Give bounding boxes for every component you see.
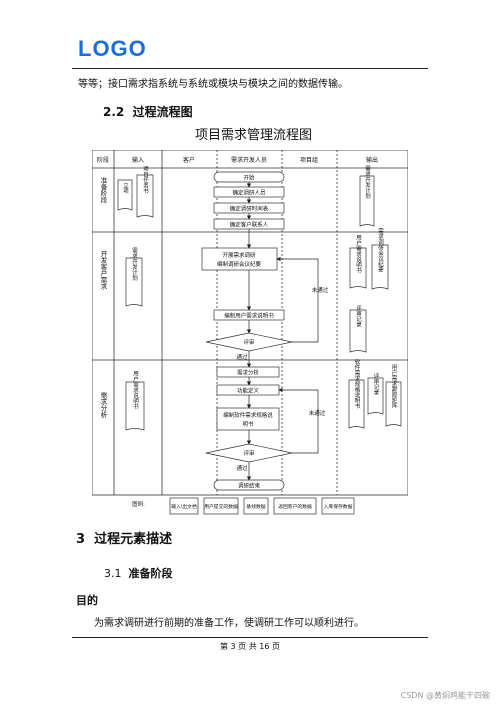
stage-label-develop: 开发客户需求 — [99, 250, 107, 289]
step-contact: 确定客户联系人 — [230, 221, 269, 229]
section-2-2-number: 2.2 — [103, 105, 125, 119]
watermark: CSDN @黄焖鸡能干四碗 — [400, 691, 490, 700]
legend-return-data: 返回客户的数据 — [278, 503, 312, 510]
step-write-srs-line1: 编制软件需求规格说 — [223, 411, 273, 419]
input-doc-task-book: 项目任务书 — [142, 166, 149, 195]
edge-label-pass-1: 通过 — [236, 353, 248, 361]
flowchart: 阶段 输入 客户 需求开发人员 项目组 输出 准备阶段 开发客户需求 需求分析 … — [92, 150, 408, 515]
step-research-line2: 编制调研会议纪要 — [217, 260, 262, 268]
legend-baseline: 基线数据 — [246, 503, 265, 510]
step-review-1: 评审 — [243, 338, 255, 346]
col-header-output: 输出 — [366, 156, 378, 164]
input-doc-approval: 立项 — [122, 181, 129, 195]
input-doc-user-req: 用户需求说明书 — [132, 371, 139, 411]
step-function-def: 功能定义 — [237, 387, 260, 395]
output-doc-minutes: 需求调研会议纪要 — [377, 228, 384, 274]
purpose-text: 为需求调研进行前期的准备工作，使调研工作可以顺利进行。 — [94, 618, 364, 629]
stage-label-prepare: 准备阶段 — [99, 176, 107, 205]
step-schedule: 确定调研时间表 — [230, 205, 269, 213]
col-header-stage: 阶段 — [97, 156, 109, 164]
col-header-project-team: 项目组 — [300, 156, 318, 164]
output-doc-trace-matrix: 用户需求跟踪矩阵 — [391, 364, 398, 410]
intro-paragraph: 等等；接口需求指系统与系统或模块与模块之间的数据传输。 — [78, 79, 348, 90]
output-doc-srs: 软件需求规格说明书 — [354, 358, 361, 410]
section-3-1-heading: 3.1 准备阶段 — [104, 565, 173, 581]
section-3-1-number: 3.1 — [104, 567, 122, 580]
legend-io-doc: 输入\出文档 — [171, 503, 197, 510]
stage-label-analysis: 需求分析 — [99, 392, 107, 420]
edge-label-fail-2: 未通过 — [309, 409, 326, 417]
purpose-label: 目的 — [76, 594, 98, 607]
section-3-heading: 3 过程元素描述 — [76, 528, 172, 547]
section-3-title: 过程元素描述 — [94, 532, 173, 547]
legend-user-data: 用户提交的数据 — [204, 503, 238, 510]
flowchart-title: 项目需求管理流程图 — [195, 128, 313, 143]
step-end: 调研结束 — [238, 482, 261, 490]
col-header-developer: 需求开发人员 — [231, 156, 267, 164]
output-doc-dev-plan: 需求开发计划 — [364, 165, 371, 199]
section-3-number: 3 — [76, 532, 86, 547]
col-header-customer: 客户 — [183, 156, 195, 164]
output-doc-user-req: 用户需求说明书 — [355, 235, 362, 275]
section-3-1-title: 准备阶段 — [128, 567, 173, 580]
step-research-line1: 开展需求调研 — [222, 251, 256, 259]
legend-label: 图例: — [132, 500, 145, 508]
step-write-srs-line2: 明书 — [242, 420, 254, 428]
step-assign-researchers: 确定调研人员 — [232, 189, 266, 197]
output-doc-review-1: 评审记录 — [355, 304, 362, 328]
step-start: 开始 — [243, 174, 255, 182]
step-req-analysis: 需求分析 — [237, 369, 260, 377]
output-doc-review-2: 评审记录 — [373, 372, 380, 396]
edge-label-fail-1: 未通过 — [312, 286, 329, 294]
logo: LOGO — [78, 36, 147, 61]
step-write-user-req: 编制用户需求说明书 — [224, 312, 274, 320]
page-footer: 第 3 页 共 16 页 — [220, 642, 280, 651]
input-doc-dev-plan: 需求开发计划 — [131, 247, 138, 281]
header-rule — [72, 68, 428, 69]
footer-rule — [72, 637, 428, 638]
step-review-2: 评审 — [243, 449, 255, 457]
edge-label-pass-2: 通过 — [236, 464, 248, 472]
section-2-2-title: 过程流程图 — [132, 105, 193, 119]
legend-stored-data: 入库保存数据 — [324, 503, 353, 510]
col-header-input: 输入 — [132, 156, 144, 164]
section-2-2-heading: 2.2 过程流程图 — [103, 103, 193, 120]
